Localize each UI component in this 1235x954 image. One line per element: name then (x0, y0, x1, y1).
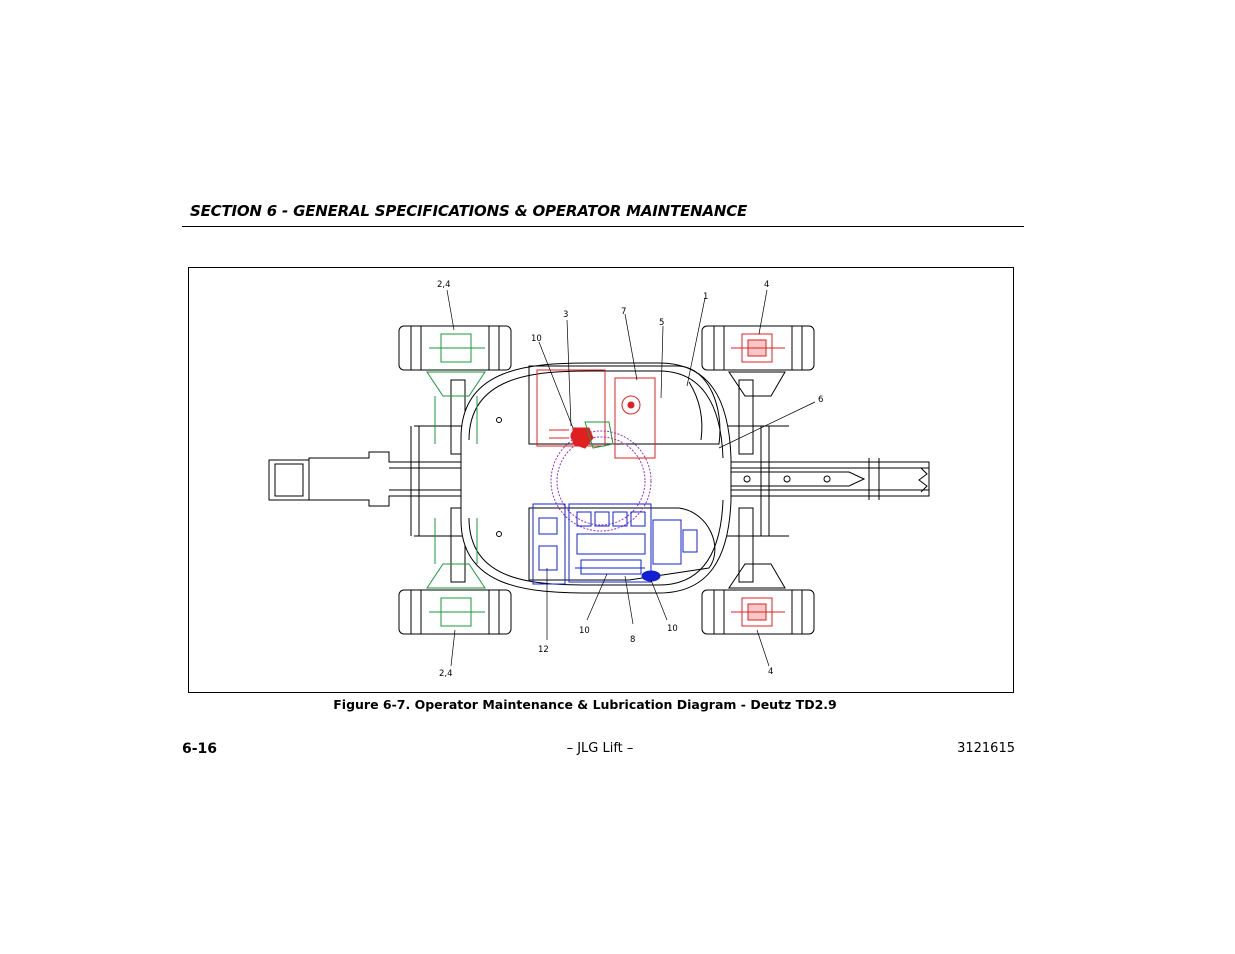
callout-10-top: 10 (531, 334, 542, 344)
callout-8: 8 (630, 635, 635, 645)
leader-lines (446, 289, 816, 667)
callout-3: 3 (563, 310, 568, 320)
footer-publisher: – JLG Lift – (566, 741, 634, 756)
header-divider (182, 226, 1024, 227)
callout-2-4-bottom: 2,4 (439, 669, 453, 679)
steer-top-left (426, 333, 486, 444)
tire-bottom-left (398, 589, 512, 635)
green-components-top (584, 421, 614, 449)
tire-top-left (398, 325, 512, 371)
callout-12: 12 (538, 645, 549, 655)
callout-6: 6 (818, 395, 823, 405)
axle-hub-bottom-right (731, 597, 785, 627)
turntable (460, 362, 732, 594)
engine (532, 503, 698, 585)
figure-frame: 2,4 2,4 4 4 1 3 5 6 7 8 10 10 10 12 (188, 267, 1014, 693)
callout-4-top: 4 (764, 280, 769, 290)
callout-1: 1 (703, 292, 708, 302)
callout-7: 7 (621, 307, 626, 317)
footer-doc-number: 3121615 (957, 741, 1015, 756)
callout-10-bottom-right: 10 (667, 624, 678, 634)
callout-2-4-top: 2,4 (437, 280, 451, 290)
figure-caption: Figure 6-7. Operator Maintenance & Lubri… (333, 697, 837, 712)
lubrication-diagram: 2,4 2,4 4 4 1 3 5 6 7 8 10 10 10 12 (268, 280, 930, 679)
section-header: SECTION 6 - GENERAL SPECIFICATIONS & OPE… (190, 202, 748, 220)
hood (528, 365, 721, 581)
callout-5: 5 (659, 318, 664, 328)
axle-hub-top-right (731, 333, 785, 363)
swing-bearing (550, 430, 652, 532)
tire-bottom-right (701, 563, 815, 635)
tire-top-right (701, 325, 815, 397)
steer-bottom-left (426, 518, 486, 627)
footer-page-number: 6-16 (182, 741, 218, 757)
callout-10-bottom-left: 10 (579, 626, 590, 636)
callout-4-bottom: 4 (768, 667, 773, 677)
